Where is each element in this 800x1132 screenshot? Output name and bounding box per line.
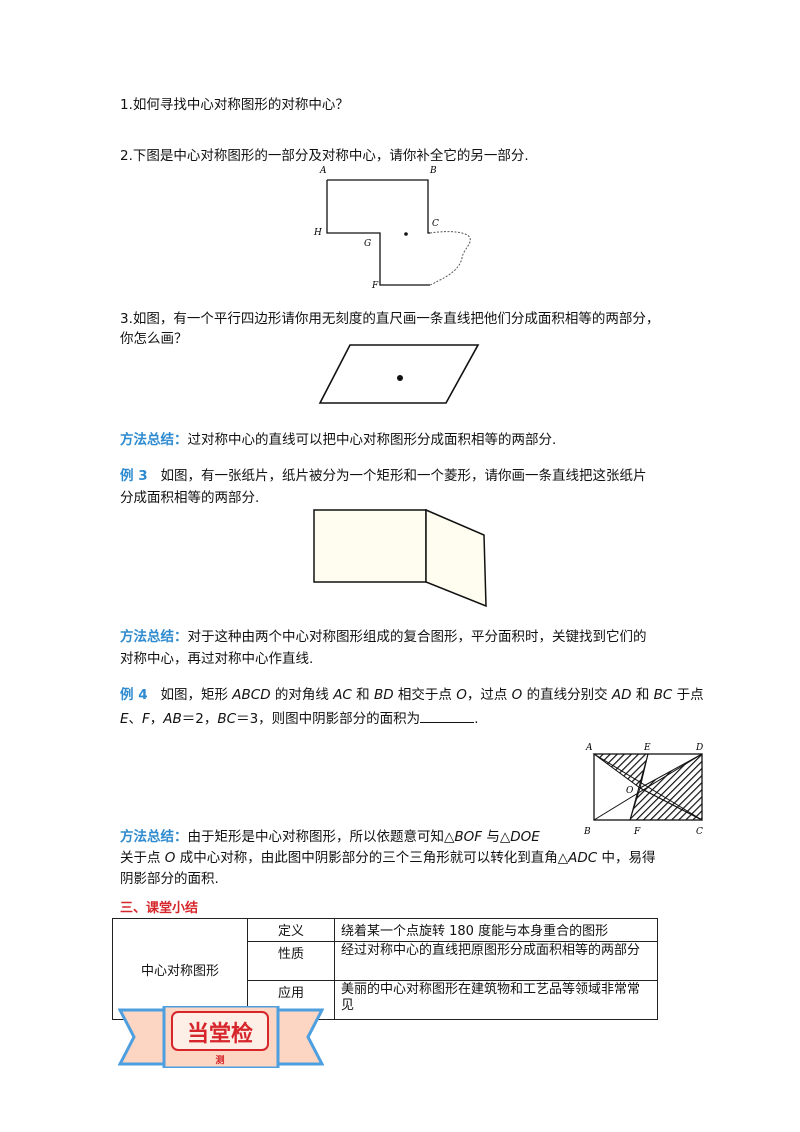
text: 的直线分别交 xyxy=(522,687,612,703)
method-summary-3-line1: 方法总结：由于矩形是中心对称图形，所以依题意可知△BOF 与△DOE xyxy=(120,826,540,848)
var-adc: ADC xyxy=(568,850,598,866)
example-label: 例 4 xyxy=(120,687,148,703)
summary-table: 中心对称图形 定义 绕着某一个点旋转 180 度能与本身重合的图形 性质 经过对… xyxy=(112,918,658,1020)
text: ＝2， xyxy=(181,711,218,727)
label-c: C xyxy=(696,827,703,837)
row-key: 定义 xyxy=(247,918,335,942)
figure-rectangle-rhombus xyxy=(313,508,487,608)
summary-main-cell: 中心对称图形 xyxy=(112,918,248,1020)
method-text: 对于这种由两个中心对称图形组成的复合图形，平分面积时，关键找到它们的 xyxy=(187,629,647,645)
method-summary-3-line2: 关于点 O 成中心对称，由此图中阴影部分的三个三角形就可以转化到直角△ADC 中… xyxy=(120,847,655,869)
method-text: 过对称中心的直线可以把中心对称图形分成面积相等的两部分. xyxy=(187,432,557,448)
var-ab: AB xyxy=(163,711,182,727)
var-f: F xyxy=(142,711,150,727)
var-bc: BC xyxy=(217,711,237,727)
var-e: E xyxy=(120,711,129,727)
figure-parallelogram xyxy=(318,344,480,404)
question-3-line2: 你怎么画？ xyxy=(120,331,188,347)
example-3-line2: 分成面积相等的两部分. xyxy=(120,490,260,506)
answer-blank[interactable] xyxy=(420,708,475,723)
label-a: A xyxy=(319,166,327,176)
method-label: 方法总结： xyxy=(120,432,188,448)
var-doe: DOE xyxy=(510,829,540,845)
question-1: 1.如何寻找中心对称图形的对称中心？ xyxy=(120,97,349,113)
var-bc: BC xyxy=(653,687,673,703)
row-value: 美丽的中心对称图形在建筑物和工艺品等领域非常常见 xyxy=(334,980,658,1020)
label-h: H xyxy=(313,228,322,238)
label-d: D xyxy=(695,743,703,753)
row-key: 性质 xyxy=(247,941,335,981)
label-g: G xyxy=(364,239,371,249)
method-label: 方法总结： xyxy=(120,629,188,645)
text: ， xyxy=(149,711,164,727)
var-o: O xyxy=(511,687,523,703)
label-o: O xyxy=(626,786,634,796)
text: 成中心对称，由此图中阴影部分的三个三角形就可以转化到直角△ xyxy=(175,850,569,866)
text: ＝3，则图中阴影部分的面积为 xyxy=(236,711,421,727)
question-3-line1: 3.如图，有一个平行四边形请你用无刻度的直尺画一条直线把他们分成面积相等的两部分… xyxy=(120,311,660,327)
banner-text: 当堂检 xyxy=(187,1021,253,1047)
text: 中，易得 xyxy=(597,850,656,866)
text: 如图，矩形 xyxy=(160,687,233,703)
table-row: 中心对称图形 定义 绕着某一个点旋转 180 度能与本身重合的图形 xyxy=(112,918,658,1020)
text: . xyxy=(474,711,479,727)
method-label: 方法总结： xyxy=(120,829,188,845)
var-o: O xyxy=(164,850,176,866)
text: 由于矩形是中心对称图形，所以依题意可知△ xyxy=(187,829,455,845)
var-ad: AD xyxy=(611,687,632,703)
text: 与△ xyxy=(482,829,511,845)
figure-partial-shape: A B C H G F xyxy=(313,166,471,291)
question-2: 2.下图是中心对称图形的一部分及对称中心，请你补全它的另一部分. xyxy=(120,148,529,164)
label-c: C xyxy=(432,219,439,229)
text: 、 xyxy=(128,711,143,727)
text: 和 xyxy=(351,687,374,703)
label-a: A xyxy=(585,743,593,753)
text: 于点 xyxy=(672,687,704,703)
banner-ribbon: 当堂检 测 xyxy=(118,1006,324,1068)
var-abcd: ABCD xyxy=(232,687,271,703)
example-text: 如图，有一张纸片，纸片被分为一个矩形和一个菱形，请你画一条直线把这张纸片 xyxy=(160,468,647,484)
label-e: E xyxy=(643,743,651,753)
text: 的对角线 xyxy=(270,687,334,703)
var-o: O xyxy=(456,687,467,703)
label-b: B xyxy=(583,827,591,837)
text: 相交于点 xyxy=(393,687,457,703)
text: ，过点 xyxy=(466,687,512,703)
var-ac: AC xyxy=(333,687,352,703)
label-b: B xyxy=(429,166,437,176)
label-f: F xyxy=(633,827,641,837)
example-4-line2: E、F，AB＝2，BC＝3，则图中阴影部分的面积为. xyxy=(120,708,478,730)
var-bd: BD xyxy=(373,687,394,703)
section-heading: 三、课堂小结 xyxy=(120,901,199,916)
example-label: 例 3 xyxy=(120,468,148,484)
label-f: F xyxy=(371,281,379,291)
method-summary-2-line1: 方法总结：对于这种由两个中心对称图形组成的复合图形，平分面积时，关键找到它们的 xyxy=(120,626,647,648)
method-summary-3-line3: 阴影部分的面积. xyxy=(120,871,219,887)
banner-subtext: 测 xyxy=(215,1054,224,1066)
table-row: 性质 经过对称中心的直线把原图形分成面积相等的两部分 xyxy=(113,941,658,981)
text: 关于点 xyxy=(120,850,165,866)
figure-shaded-rectangle: A E D O B F C xyxy=(583,743,703,837)
var-bof: BOF xyxy=(454,829,483,845)
row-value: 经过对称中心的直线把原图形分成面积相等的两部分 xyxy=(334,941,658,981)
row-value: 绕着某一个点旋转 180 度能与本身重合的图形 xyxy=(334,918,658,942)
method-summary-2-line2: 对称中心，再过对称中心作直线. xyxy=(120,651,314,667)
example-3-line1: 例 3 如图，有一张纸片，纸片被分为一个矩形和一个菱形，请你画一条直线把这张纸片 xyxy=(120,465,646,487)
method-summary-1: 方法总结：过对称中心的直线可以把中心对称图形分成面积相等的两部分. xyxy=(120,429,556,451)
example-4-line1: 例 4 如图，矩形 ABCD 的对角线 AC 和 BD 相交于点 O，过点 O … xyxy=(120,684,704,706)
text: 和 xyxy=(631,687,654,703)
